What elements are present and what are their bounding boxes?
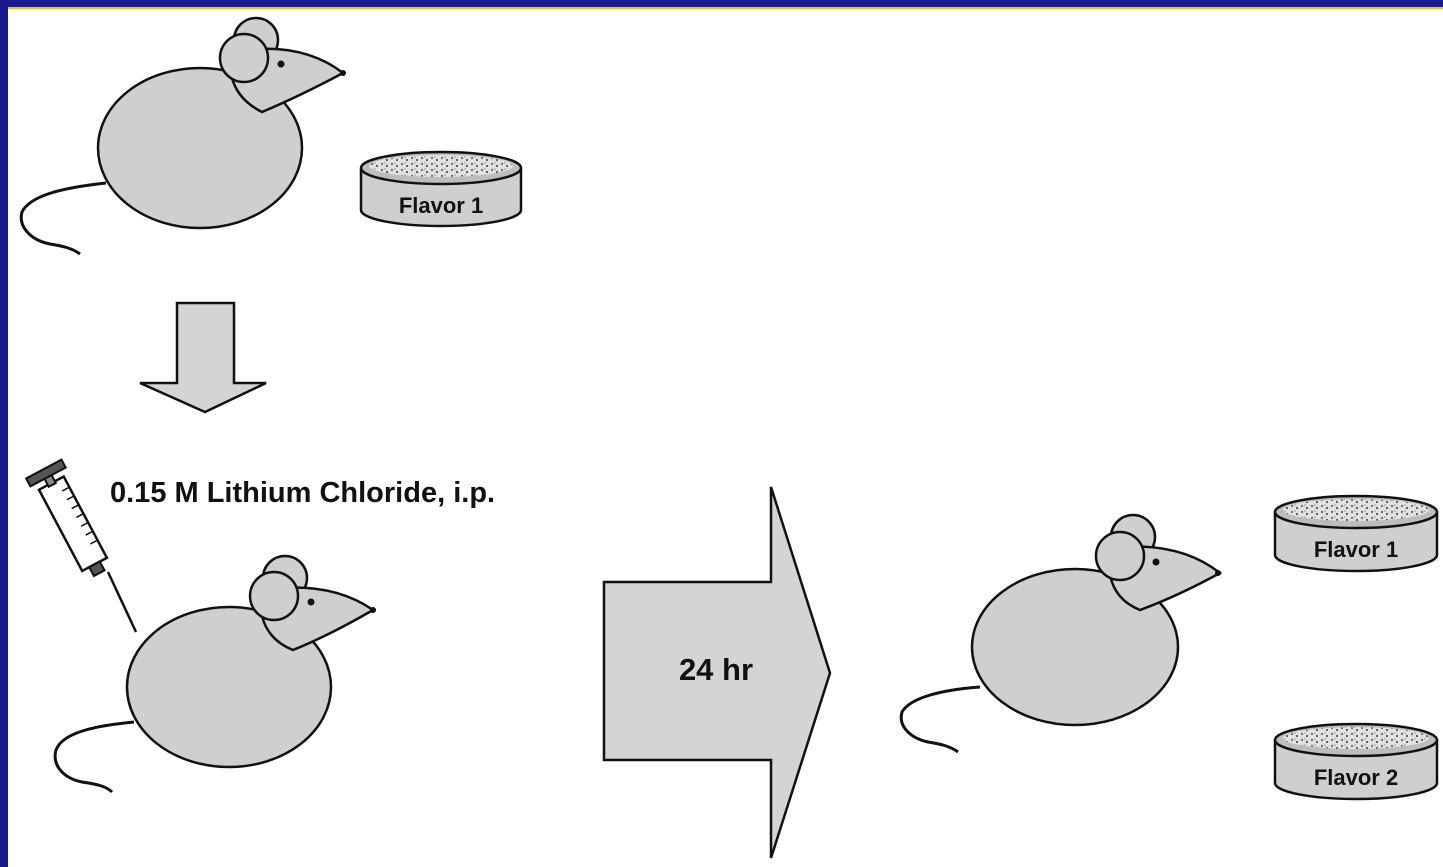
right-arrow-icon bbox=[602, 486, 832, 859]
food-dish-choice-1: Flavor 1 bbox=[1273, 494, 1439, 573]
dish-top-label: Flavor 1 bbox=[399, 193, 483, 218]
dish-choice-2-label: Flavor 2 bbox=[1314, 765, 1398, 790]
mouse-test-icon bbox=[899, 513, 1223, 754]
syringe-icon bbox=[24, 458, 138, 633]
mouse-injected-icon bbox=[53, 554, 376, 794]
mouse-top-icon bbox=[19, 16, 346, 256]
food-dish-choice-2: Flavor 2 bbox=[1273, 722, 1439, 801]
food-dish-top: Flavor 1 bbox=[359, 150, 523, 228]
injection-label: 0.15 M Lithium Chloride, i.p. bbox=[110, 477, 495, 509]
down-arrow-icon bbox=[139, 301, 267, 414]
dish-choice-1-label: Flavor 1 bbox=[1314, 537, 1398, 562]
delay-label: 24 hr bbox=[679, 652, 753, 687]
